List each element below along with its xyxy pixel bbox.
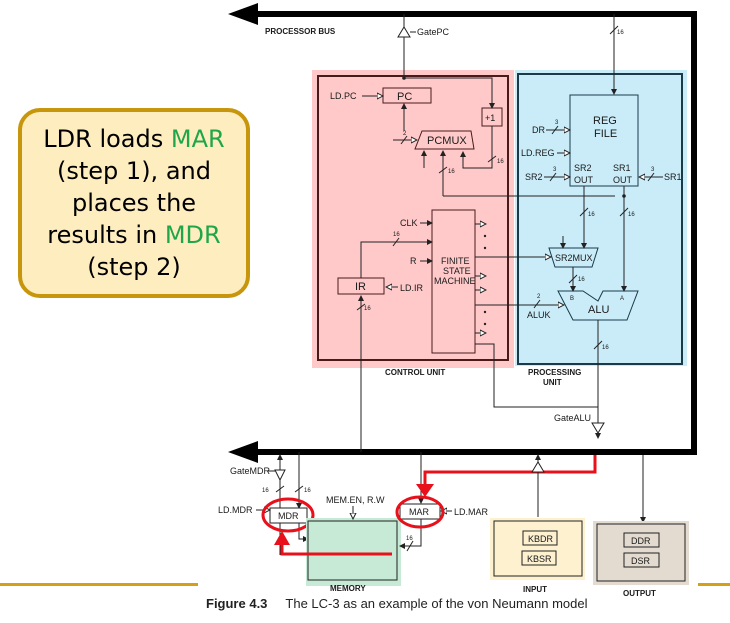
svg-text:STATE: STATE bbox=[443, 266, 471, 276]
gate-mdr-label: GateMDR bbox=[230, 466, 271, 476]
plus-one-adder: +1 16 bbox=[460, 107, 504, 169]
input-label: INPUT bbox=[523, 585, 547, 594]
finite-state-machine: FINITE STATE MACHINE CLK R bbox=[400, 209, 599, 414]
kbdr-label: KBDR bbox=[528, 534, 554, 544]
ld-pc-label: LD.PC bbox=[330, 91, 357, 101]
red-arrow-mdr-icon bbox=[274, 531, 290, 545]
processing-unit-label-1: PROCESSING bbox=[528, 368, 581, 377]
svg-text:FINITE: FINITE bbox=[441, 256, 470, 266]
divider-left bbox=[0, 583, 198, 586]
svg-text:FILE: FILE bbox=[594, 128, 617, 140]
gate-mdr: GateMDR 16 16 bbox=[230, 452, 311, 509]
memory-label: MEMORY bbox=[330, 584, 366, 593]
gate-pc-label: GatePC bbox=[417, 27, 450, 37]
svg-text:2: 2 bbox=[403, 131, 407, 137]
ld-mdr-label: LD.MDR bbox=[218, 505, 253, 515]
figure-caption-text: The LC-3 as an example of the von Neuman… bbox=[285, 596, 588, 611]
figure-number: Figure 4.3 bbox=[206, 596, 268, 611]
svg-text:16: 16 bbox=[497, 159, 504, 165]
mar-highlight-circle bbox=[395, 495, 445, 529]
sr2mux: 16 SR2MUX bbox=[547, 186, 599, 268]
dsr-label: DSR bbox=[631, 556, 651, 566]
output-unit: DDR DSR OUTPUT bbox=[593, 455, 689, 598]
aluk-label: ALUK bbox=[527, 310, 551, 320]
processing-unit: PROCESSING UNIT bbox=[515, 70, 687, 387]
svg-text:3: 3 bbox=[553, 167, 557, 173]
svg-text:B: B bbox=[570, 296, 574, 302]
svg-text:OUT: OUT bbox=[613, 175, 633, 185]
divider-right bbox=[698, 583, 730, 586]
gate-alu: GateALU bbox=[554, 413, 605, 434]
callout-mdr-highlight: MDR bbox=[164, 221, 221, 249]
mar-register: MAR LD.MAR 16 bbox=[395, 452, 489, 552]
svg-text:OUT: OUT bbox=[574, 175, 594, 185]
sr2mux-label: SR2MUX bbox=[555, 253, 593, 263]
svg-text:A: A bbox=[620, 296, 624, 302]
pc-register: PC LD.PC bbox=[330, 76, 495, 109]
ldr-data-path bbox=[274, 455, 597, 556]
ddr-label: DDR bbox=[631, 536, 651, 546]
bus-arrow-top-icon bbox=[228, 3, 258, 25]
mdr-register: MDR LD.MDR bbox=[218, 497, 315, 555]
callout-mar-highlight: MAR bbox=[170, 125, 225, 153]
sr2-label: SR2 bbox=[525, 172, 543, 182]
output-label: OUTPUT bbox=[623, 589, 656, 598]
register-file: 16 REG FILE DR 3 LD.REG SR2 3 SR2 OUT SR… bbox=[521, 14, 682, 198]
processor-bus: PROCESSOR BUS bbox=[228, 3, 697, 463]
svg-text:SR1: SR1 bbox=[613, 163, 631, 173]
svg-text:16: 16 bbox=[602, 345, 609, 351]
control-unit-label: CONTROL UNIT bbox=[385, 368, 445, 377]
ir-label: IR bbox=[355, 281, 366, 293]
ld-mar-label: LD.MAR bbox=[454, 507, 489, 517]
control-unit: CONTROL UNIT bbox=[312, 70, 514, 377]
svg-text:16: 16 bbox=[628, 212, 635, 218]
pc-label: PC bbox=[397, 91, 412, 103]
svg-text:16: 16 bbox=[393, 232, 400, 238]
plus-one-label: +1 bbox=[485, 113, 495, 123]
clk-label: CLK bbox=[400, 218, 418, 228]
svg-text:SR2: SR2 bbox=[574, 163, 592, 173]
svg-text:16: 16 bbox=[448, 169, 455, 175]
mdr-label: MDR bbox=[278, 511, 299, 521]
pcmux: PCMUX 2 16 bbox=[393, 103, 615, 197]
mem-en-label: MEM.EN, R.W bbox=[326, 495, 385, 505]
processing-unit-label-2: UNIT bbox=[543, 378, 562, 387]
svg-text:3: 3 bbox=[651, 167, 655, 173]
gate-alu-label: GateALU bbox=[554, 413, 591, 423]
svg-text:REG: REG bbox=[593, 115, 617, 127]
alu: 16 16 B A ALU 2 ALUK 16 bbox=[527, 186, 639, 439]
bus-arrow-bottom-icon bbox=[228, 441, 258, 463]
svg-text:3: 3 bbox=[555, 120, 559, 126]
svg-text:16: 16 bbox=[304, 488, 311, 494]
mdr-highlight-circle bbox=[261, 497, 315, 533]
svg-text:16: 16 bbox=[578, 277, 585, 283]
r-label: R bbox=[410, 256, 417, 266]
svg-text:16: 16 bbox=[588, 212, 595, 218]
kbsr-label: KBSR bbox=[527, 554, 552, 564]
input-unit: KBDR KBSR INPUT bbox=[490, 454, 585, 594]
memory-unit: MEMORY MEM.EN, R.W bbox=[306, 495, 401, 593]
svg-text:16: 16 bbox=[617, 30, 624, 36]
ir-register: IR LD.IR 16 16 bbox=[337, 232, 433, 452]
svg-text:16: 16 bbox=[406, 536, 413, 542]
svg-text:16: 16 bbox=[364, 306, 371, 312]
svg-text:MACHINE: MACHINE bbox=[434, 276, 476, 286]
gate-pc: GatePC bbox=[397, 14, 450, 78]
ld-ir-label: LD.IR bbox=[400, 283, 424, 293]
svg-text:16: 16 bbox=[262, 488, 269, 494]
processor-bus-label: PROCESSOR BUS bbox=[265, 27, 336, 36]
alu-label: ALU bbox=[588, 304, 609, 316]
ldr-callout: LDR loads MAR (step 1), and places the r… bbox=[18, 108, 250, 298]
mar-label: MAR bbox=[409, 507, 430, 517]
ld-reg-label: LD.REG bbox=[521, 148, 555, 158]
red-arrow-mar-icon bbox=[416, 484, 434, 497]
sr1-label: SR1 bbox=[664, 172, 682, 182]
pcmux-label: PCMUX bbox=[427, 135, 467, 147]
figure-caption: Figure 4.3 The LC-3 as an example of the … bbox=[206, 596, 587, 611]
dr-label: DR bbox=[532, 125, 545, 135]
svg-text:2: 2 bbox=[537, 294, 541, 300]
